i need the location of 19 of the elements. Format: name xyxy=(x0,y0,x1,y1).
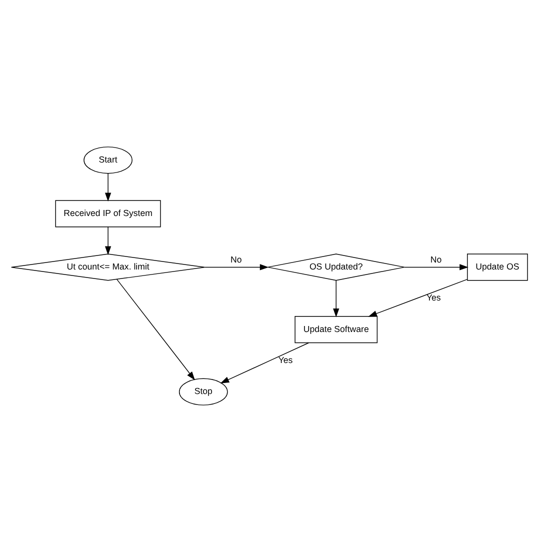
arrow xyxy=(104,172,112,202)
arrow xyxy=(204,264,269,270)
arrow xyxy=(333,280,340,317)
node-diamond: OS Updated? xyxy=(267,253,405,280)
arrow xyxy=(104,226,112,255)
arrow xyxy=(368,278,468,316)
arrow xyxy=(116,278,196,380)
edge-label: Yes xyxy=(278,354,293,364)
arrow xyxy=(220,342,309,383)
edge-label: No xyxy=(430,254,442,264)
node-ellipse: Start xyxy=(84,146,132,174)
node-ellipse: Stop xyxy=(178,378,228,405)
node-box: Update Software xyxy=(294,315,378,343)
node-diamond: Ut count<= Max. limit xyxy=(10,253,206,280)
node-box: Update OS xyxy=(467,253,528,280)
edge-label: No xyxy=(230,254,242,264)
node-box: Received IP of System xyxy=(55,200,161,227)
arrow xyxy=(404,264,468,270)
edge-label: Yes xyxy=(426,292,441,302)
